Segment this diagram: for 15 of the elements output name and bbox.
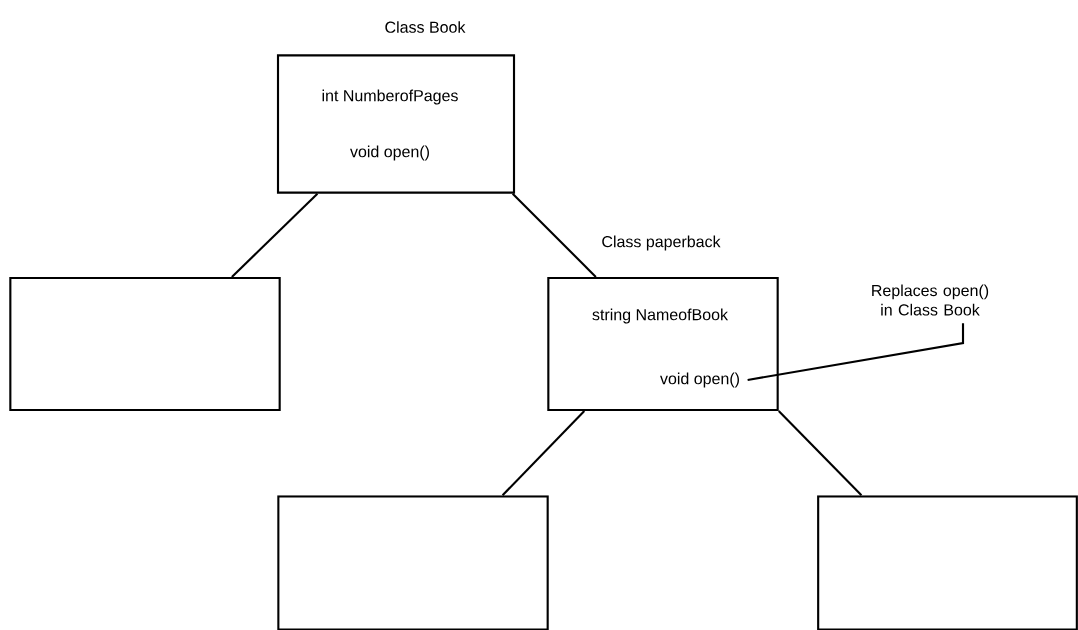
connector-line xyxy=(511,192,597,278)
class-member: int NumberofPages xyxy=(322,89,458,105)
class-box xyxy=(9,276,281,412)
class-member: void open() xyxy=(660,372,739,388)
connector-line xyxy=(777,410,863,496)
class-name: Class Book xyxy=(385,21,466,33)
class-member: string NameofBook xyxy=(592,308,729,324)
connector-line xyxy=(231,192,319,278)
connector-line xyxy=(501,410,586,496)
class-box xyxy=(817,495,1078,630)
leader-line xyxy=(747,323,965,382)
class-member: void open() xyxy=(350,145,429,161)
note-text: Replaces open() in Class Book xyxy=(872,284,989,316)
class-name: Class paperback xyxy=(602,235,721,251)
class-box xyxy=(277,495,549,630)
